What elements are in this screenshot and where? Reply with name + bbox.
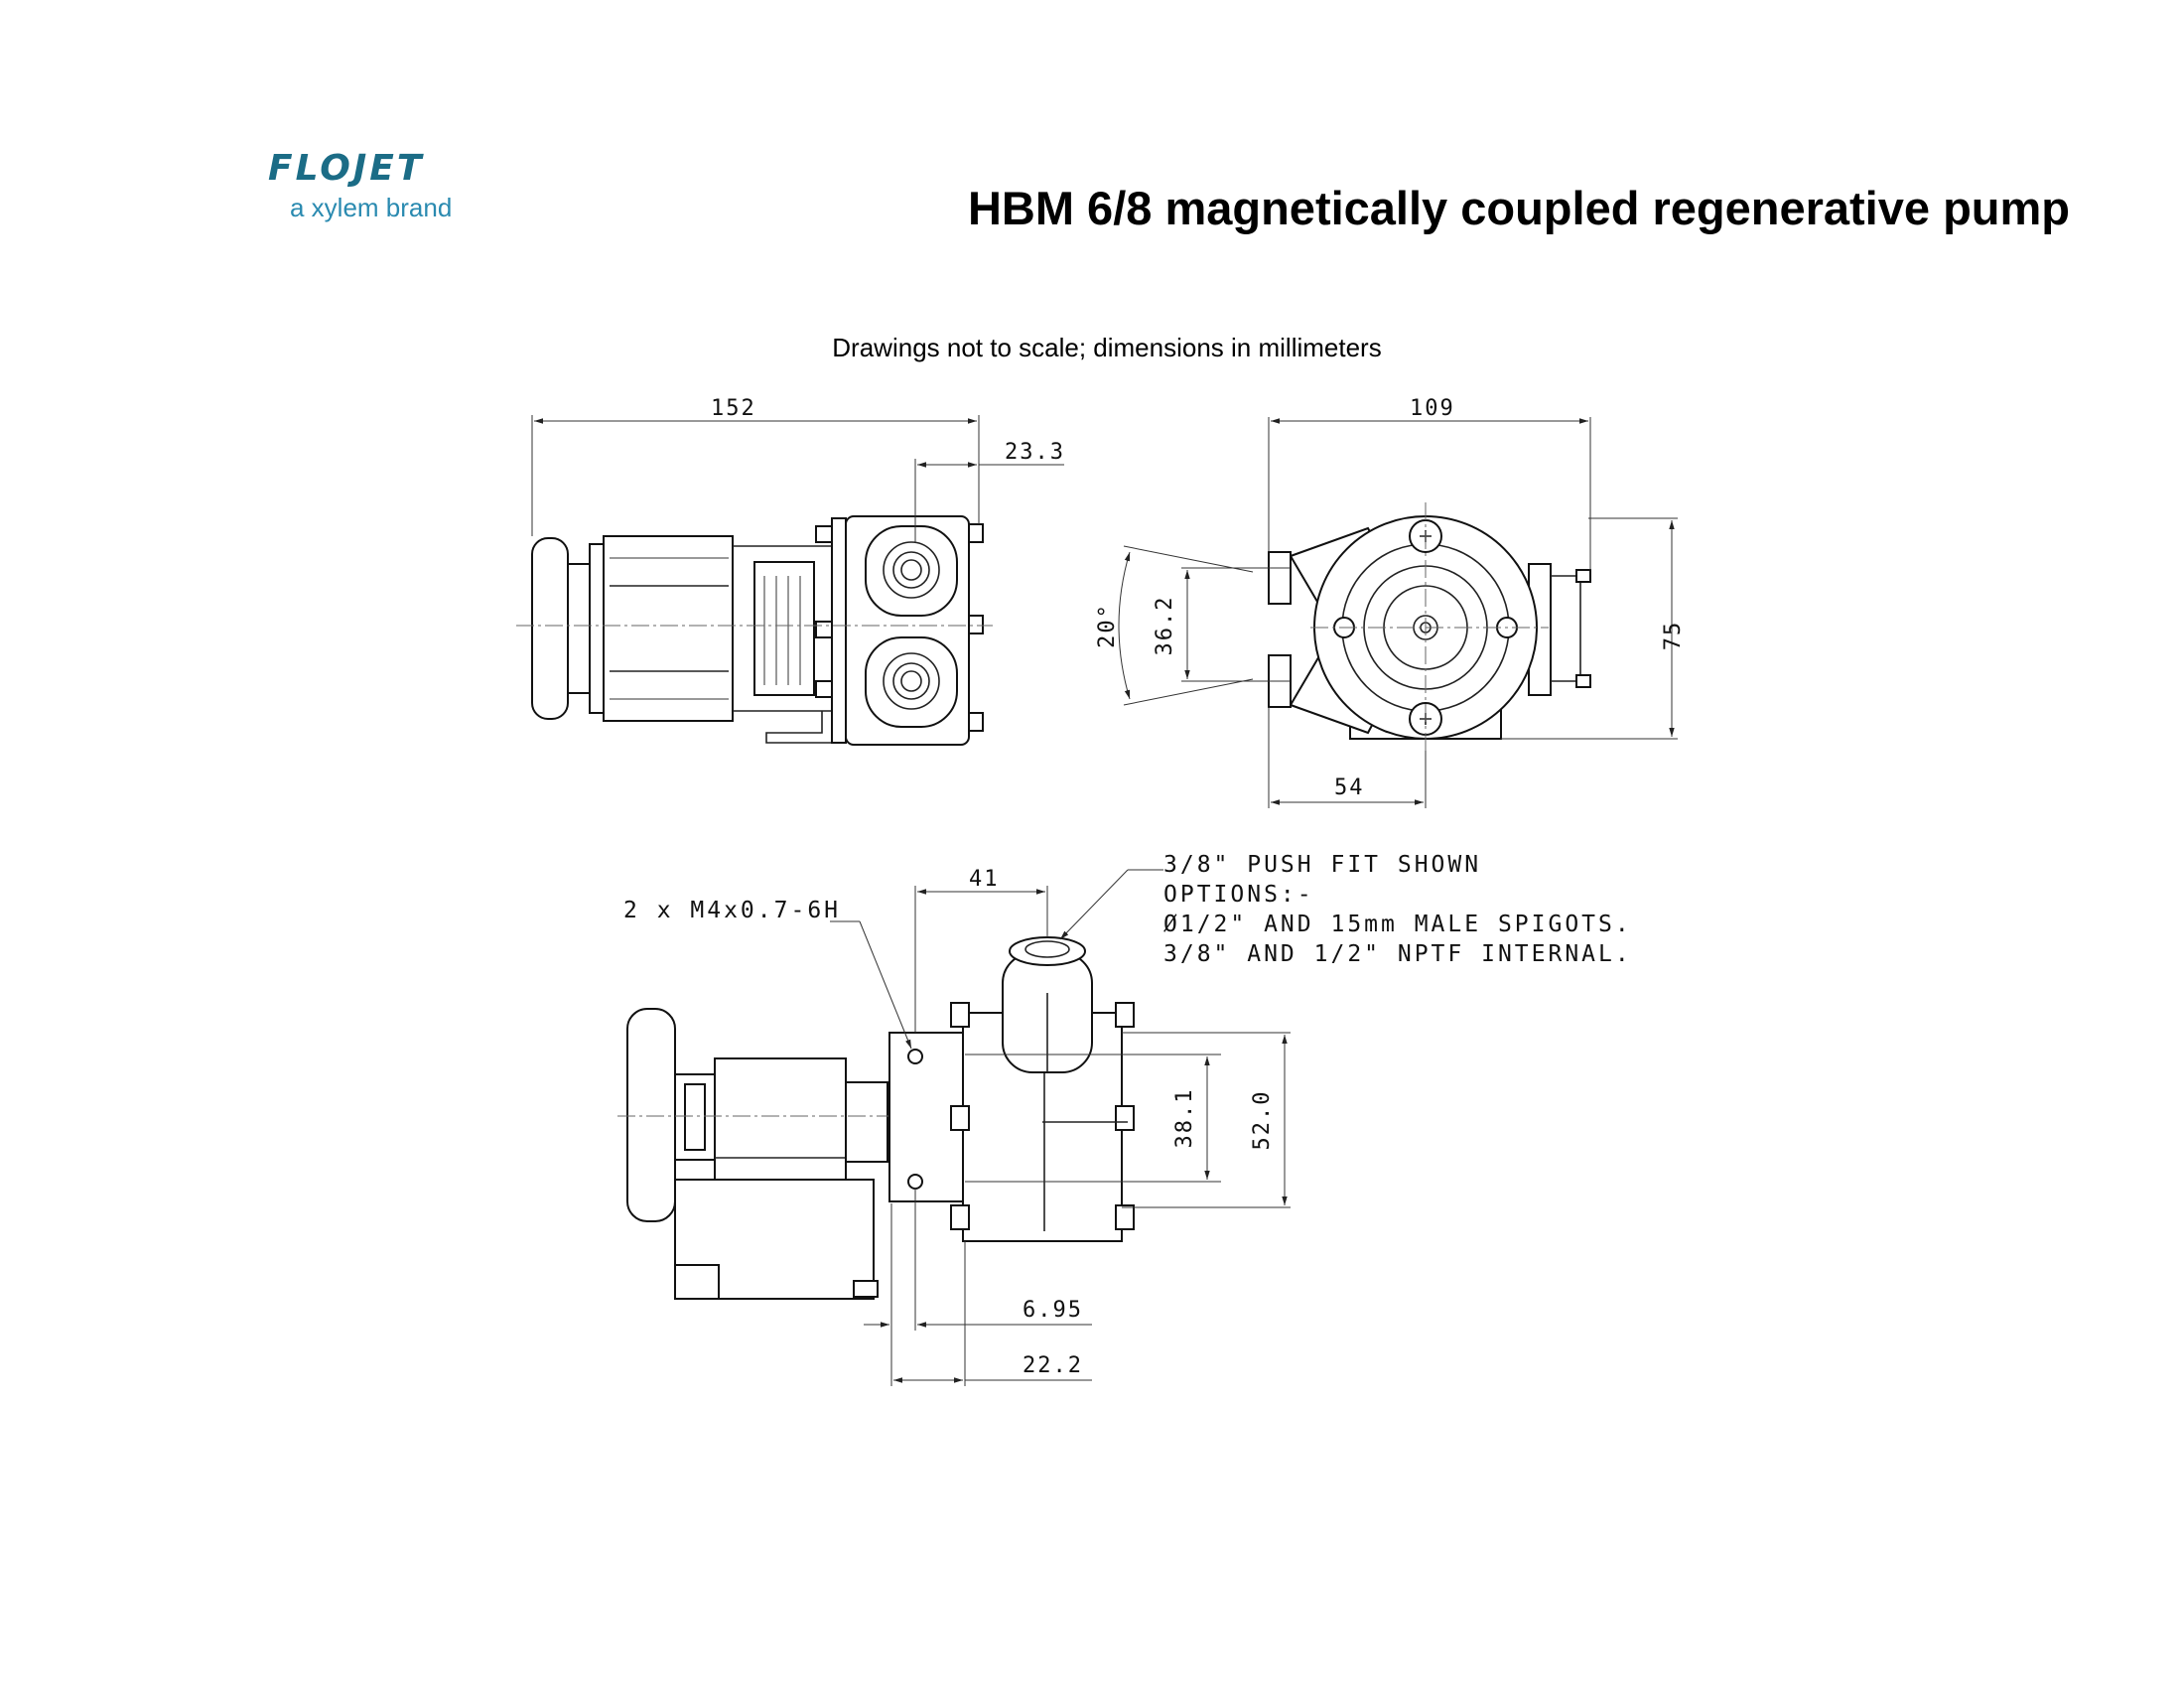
thread-hole-bottom [907, 1174, 923, 1190]
mount-foot [765, 711, 835, 744]
scale-note: Drawings not to scale; dimensions in mil… [832, 333, 1382, 362]
port-note-line1: 3/8" PUSH FIT SHOWN [1163, 852, 1481, 878]
port-note-line3: Ø1/2" AND 15mm MALE SPIGOTS. [1163, 912, 1632, 937]
port-note-line4: 3/8" AND 1/2" NPTF INTERNAL. [1163, 941, 1632, 967]
bracket-top [733, 545, 846, 563]
thread-hole-top [907, 1049, 923, 1064]
dim-front-width: 109 [1410, 396, 1455, 421]
page-title: HBM 6/8 magnetically coupled regenerativ… [967, 182, 2070, 234]
dim-side-port-offset: 23.3 [1005, 440, 1065, 465]
bottom-motor-cap [626, 1008, 676, 1222]
pump-flange [831, 517, 847, 744]
dim-side-length: 152 [711, 396, 756, 421]
flojet-logo: FLOJET a xylem brand [268, 148, 477, 223]
logo-wordmark: FLOJET [268, 148, 425, 189]
motor-stator [603, 535, 734, 722]
outlet-port [865, 525, 958, 617]
dim-front-port-spacing: 36.2 [1153, 596, 1177, 656]
dim-front-port-angle: 20° [1095, 603, 1120, 648]
bottom-view: 41 2 x M4x0.7-6H 3/8" PUSH FIT SHOWN OPT… [617, 852, 1632, 1386]
side-view: 152 23.3 [516, 396, 1065, 746]
front-view: 109 75 36.2 20° 54 [1095, 396, 1686, 808]
dim-front-height: 75 [1661, 621, 1686, 651]
dim-top-port-offset: 41 [969, 867, 1000, 892]
dim-body-height: 52.0 [1250, 1090, 1275, 1151]
port-note-line2: OPTIONS:- [1163, 882, 1314, 908]
dim-mount-offset: 22.2 [1023, 1353, 1083, 1378]
dim-port-spacing: 38.1 [1172, 1088, 1197, 1149]
dim-front-base-offset: 54 [1334, 775, 1365, 800]
logo-tagline: a xylem brand [290, 193, 453, 222]
thread-callout: 2 x M4x0.7-6H [623, 898, 841, 923]
motor-collar [567, 563, 591, 694]
inlet-port [865, 636, 958, 728]
motor-end-cap [531, 537, 569, 720]
magnet-coupling [753, 561, 815, 696]
dim-flange-offset: 6.95 [1023, 1298, 1083, 1323]
